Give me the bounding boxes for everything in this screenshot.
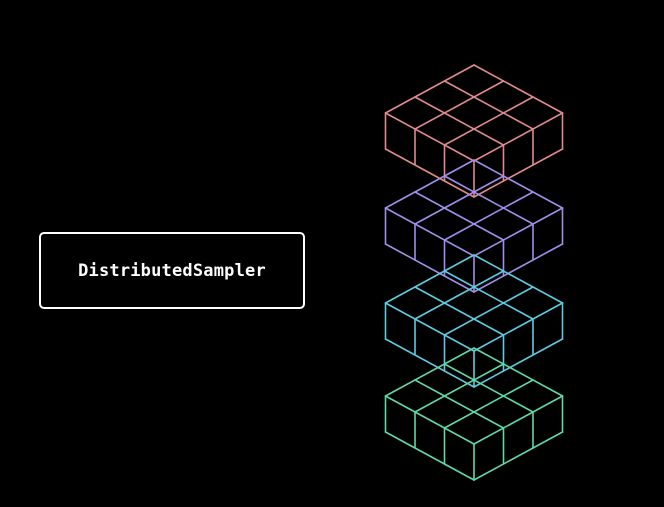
layer-1	[384, 64, 564, 198]
layer-4	[384, 347, 564, 481]
layer-3	[384, 254, 564, 388]
layer-2	[384, 159, 564, 293]
sampler-label-text: DistributedSampler	[78, 260, 266, 281]
sampler-label-box: DistributedSampler	[39, 232, 305, 309]
